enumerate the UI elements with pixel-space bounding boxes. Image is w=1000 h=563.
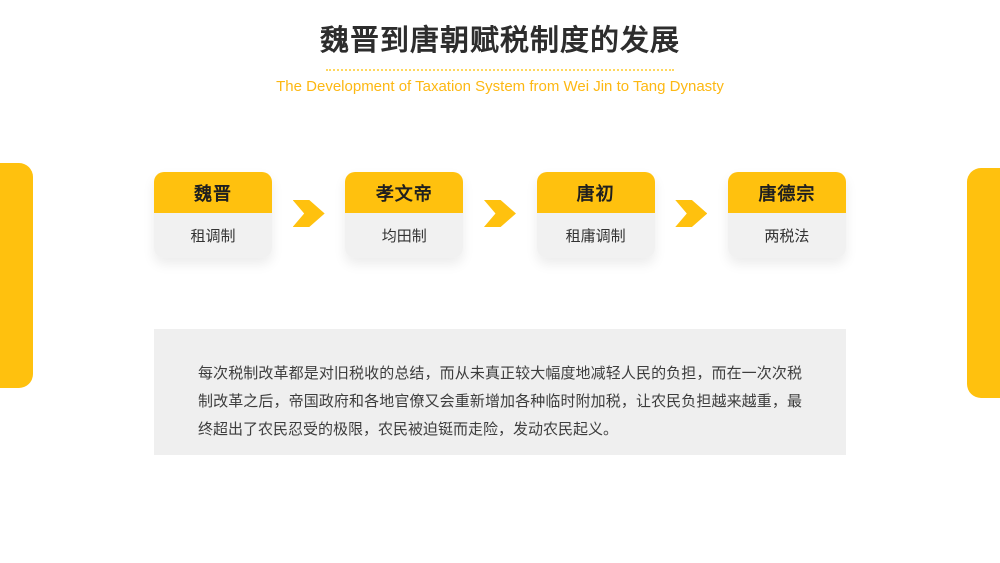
- arrow-right-icon: [292, 200, 325, 227]
- page-subtitle: The Development of Taxation System from …: [276, 78, 724, 95]
- timeline-step-card-tangdezong: 唐德宗 两税法: [727, 172, 846, 258]
- title-divider: [326, 69, 674, 71]
- timeline: 魏晋 租调制 孝文帝 均田制 唐初 租庸调制 唐德宗 两税法: [154, 172, 846, 258]
- step-system-label: 两税法: [727, 213, 846, 258]
- step-period-label: 唐德宗: [727, 172, 846, 213]
- right-decor-bar: [967, 168, 1000, 398]
- summary-text: 每次税制改革都是对旧税收的总结，而从未真正较大幅度地减轻人民的负担，而在一次次税…: [198, 365, 802, 438]
- summary-panel: 每次税制改革都是对旧税收的总结，而从未真正较大幅度地减轻人民的负担，而在一次次税…: [154, 329, 846, 455]
- timeline-step-card-xiaowendi: 孝文帝 均田制: [345, 172, 464, 258]
- step-system-label: 租调制: [154, 213, 272, 258]
- timeline-step-card-tangchu: 唐初 租庸调制: [536, 172, 655, 258]
- step-period-label: 魏晋: [154, 172, 272, 213]
- step-system-label: 租庸调制: [536, 213, 655, 258]
- arrow-right-icon: [483, 200, 516, 227]
- step-system-label: 均田制: [345, 213, 464, 258]
- left-decor-bar: [0, 163, 33, 388]
- slide-header: 魏晋到唐朝赋税制度的发展 The Development of Taxation…: [0, 26, 1000, 95]
- step-period-label: 孝文帝: [345, 172, 464, 213]
- arrow-right-icon: [675, 200, 708, 227]
- timeline-step-card-weijin: 魏晋 租调制: [154, 172, 272, 258]
- step-period-label: 唐初: [536, 172, 655, 213]
- page-title: 魏晋到唐朝赋税制度的发展: [319, 25, 680, 57]
